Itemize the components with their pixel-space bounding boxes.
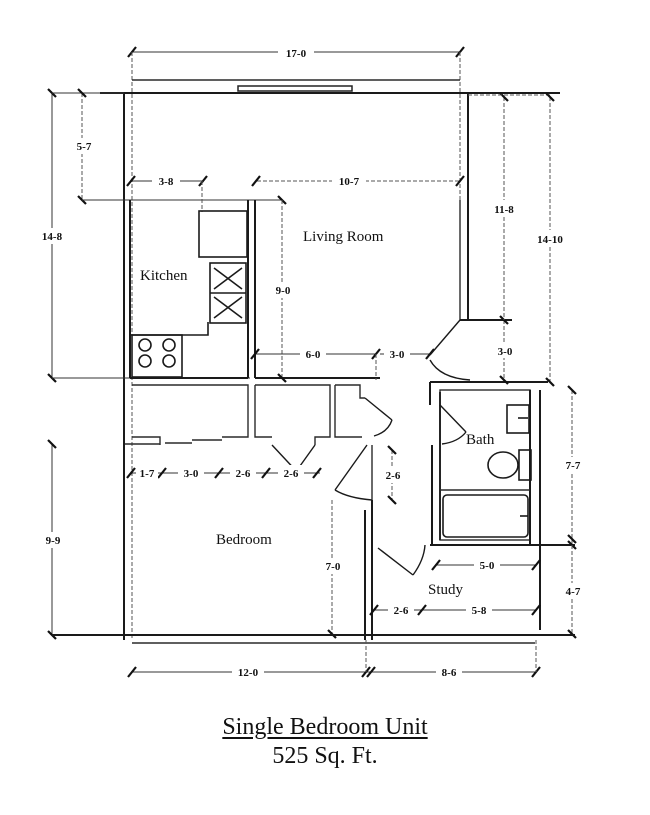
dim-label: 3-0 xyxy=(498,346,513,358)
dim-label: 9-0 xyxy=(276,285,291,297)
dim-label: 7-0 xyxy=(326,561,341,573)
dim-label: 2-6 xyxy=(236,468,251,480)
plan-title: Single Bedroom Unit xyxy=(222,714,428,740)
stove xyxy=(131,334,183,378)
closet-door-1 xyxy=(364,397,393,437)
dimension-closets: 1-7 3-0 2-6 2-6 xyxy=(126,465,322,481)
refrigerator xyxy=(198,210,248,258)
dim-label: 1-7 xyxy=(140,468,155,480)
dimension-hall-width: 6-0 xyxy=(250,346,381,380)
dimension-bottom: 12-0 8-6 xyxy=(127,640,541,680)
dimension-bedroom-height: 9-9 xyxy=(40,439,66,640)
dim-label: 11-8 xyxy=(494,204,514,216)
room-label-bedroom: Bedroom xyxy=(216,532,272,548)
dim-label: 6-0 xyxy=(306,349,321,361)
dim-label: 10-7 xyxy=(339,176,360,188)
closet-walls xyxy=(125,384,365,445)
exterior-top-wall xyxy=(100,79,560,94)
dim-label: 3-0 xyxy=(390,349,405,361)
dimension-top-offset: 5-7 xyxy=(70,88,287,205)
dimension-living-width: 10-7 xyxy=(251,173,465,189)
dim-label: 4-7 xyxy=(566,586,581,598)
dim-label: 12-0 xyxy=(238,667,259,679)
sink-double xyxy=(209,262,247,324)
dimension-left-height: 14-8 xyxy=(36,88,250,383)
room-label-bath: Bath xyxy=(466,432,495,448)
toilet xyxy=(487,449,532,481)
dim-label: 5-0 xyxy=(480,560,495,572)
dim-label: 14-8 xyxy=(42,231,63,243)
dimension-overall-width: 17-0 xyxy=(127,44,465,640)
room-label-study: Study xyxy=(428,582,464,598)
study-door xyxy=(377,544,426,576)
dimension-study-widths: 2-6 5-8 xyxy=(369,602,541,618)
room-label-living-room: Living Room xyxy=(303,229,384,245)
kitchen-walls xyxy=(129,200,380,379)
window xyxy=(237,85,353,92)
dim-label: 7-7 xyxy=(566,460,581,472)
dim-label: 3-0 xyxy=(184,468,199,480)
bath-walls xyxy=(430,389,575,630)
dim-label: 17-0 xyxy=(286,48,307,60)
dimension-study-height: 4-7 xyxy=(560,545,586,639)
counter xyxy=(131,322,209,336)
entry-door xyxy=(429,319,548,383)
dimension-bedroom-depth: 7-0 xyxy=(320,500,346,639)
dim-label: 14-10 xyxy=(537,234,563,246)
dimension-kitchen-width: 3-8 xyxy=(126,173,208,212)
dim-label: 5-7 xyxy=(77,141,92,153)
dimension-study-inner-width: 5-0 xyxy=(431,557,541,573)
dim-label: 5-8 xyxy=(472,605,487,617)
plan-area: 525 Sq. Ft. xyxy=(272,743,378,769)
bathtub xyxy=(442,494,529,538)
dim-label: 3-8 xyxy=(159,176,174,188)
dimension-right-outer: 14-10 xyxy=(532,92,568,387)
bath-door xyxy=(439,404,467,445)
hall-door xyxy=(334,444,373,501)
dimension-entry-closet: 3-0 xyxy=(492,315,518,385)
plan-caption: Single Bedroom Unit 525 Sq. Ft. xyxy=(0,712,650,770)
hall-walls xyxy=(364,382,441,640)
dim-label: 9-9 xyxy=(46,535,61,547)
dimension-entry-door: 3-0 xyxy=(380,346,435,362)
dim-label: 2-6 xyxy=(284,468,299,480)
bath-sink xyxy=(506,404,530,434)
dimension-right-inner: 11-8 xyxy=(468,92,550,320)
room-label-kitchen: Kitchen xyxy=(140,268,188,284)
dim-label: 2-6 xyxy=(386,470,401,482)
dimension-bath-height: 7-7 xyxy=(560,385,586,550)
exterior-bottom-wall xyxy=(52,634,575,644)
dimension-hall-door: 2-6 xyxy=(380,445,406,505)
dim-label: 8-6 xyxy=(442,667,457,679)
dimension-living-height: 9-0 xyxy=(270,200,296,383)
dim-label: 2-6 xyxy=(394,605,409,617)
